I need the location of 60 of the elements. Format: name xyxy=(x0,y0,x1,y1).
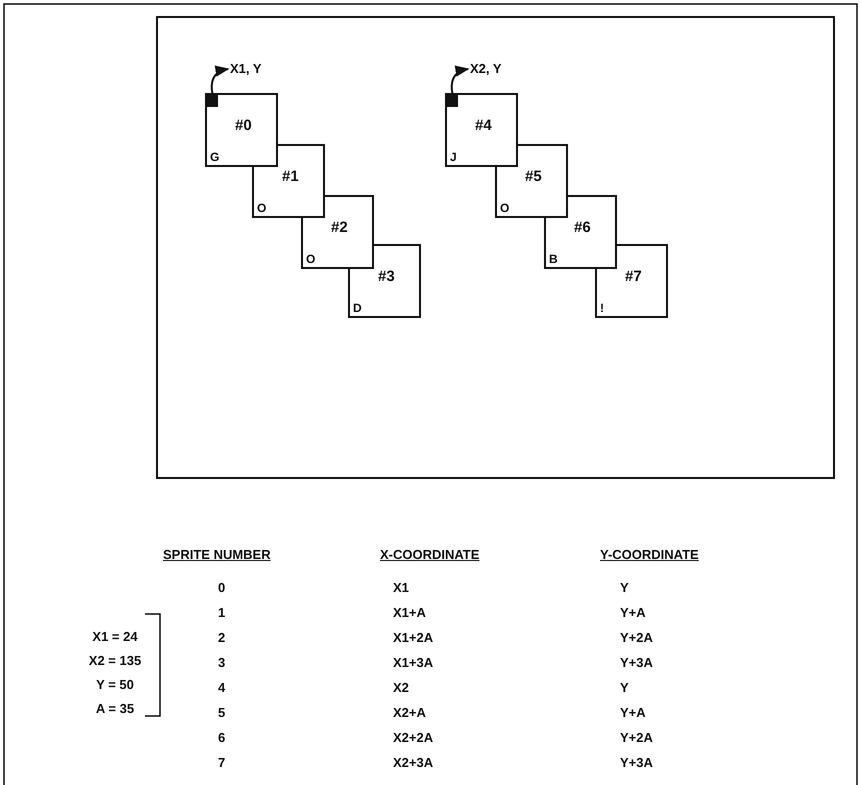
table-cell: X2+A xyxy=(393,705,426,721)
sprite-number: #3 xyxy=(378,268,395,285)
table-cell: 4 xyxy=(218,680,226,696)
table-cell: Y xyxy=(620,680,629,696)
table-cell: Y+2A xyxy=(620,730,653,746)
sprite-box xyxy=(495,144,568,218)
table-cell: Y+3A xyxy=(620,655,653,671)
value-note: A = 35 xyxy=(94,701,136,717)
arrow xyxy=(450,66,470,94)
sprite-letter: ! xyxy=(600,301,604,315)
sprite-letter: D xyxy=(353,301,362,315)
table-cell: 5 xyxy=(218,705,226,721)
coordinate-label: X1, Y xyxy=(230,61,262,77)
column-header: Y-COORDINATE xyxy=(600,547,699,563)
sprite-number: #5 xyxy=(525,168,542,185)
sprite-number: #2 xyxy=(331,219,348,236)
sprite-box xyxy=(445,93,518,167)
table-cell: 7 xyxy=(218,755,226,771)
sprite-letter: O xyxy=(500,201,510,215)
value-note: X2 = 135 xyxy=(88,653,142,669)
table-cell: Y xyxy=(620,580,629,596)
table-cell: Y+3A xyxy=(620,755,653,771)
arrow xyxy=(210,66,230,94)
value-note: Y = 50 xyxy=(95,677,135,693)
value-note: X1 = 24 xyxy=(91,629,139,645)
sprite-number: #4 xyxy=(475,117,492,134)
table-cell: X1+A xyxy=(393,605,426,621)
sprite-number: #7 xyxy=(625,268,642,285)
corner-marker xyxy=(207,95,218,107)
sprite-number: #1 xyxy=(282,168,299,185)
table-cell: X1+2A xyxy=(393,630,434,646)
sprite-number: #6 xyxy=(574,219,591,236)
table-cell: X2 xyxy=(393,680,409,696)
table-cell: X1+3A xyxy=(393,655,434,671)
sprite-box xyxy=(205,93,278,167)
sprite-box xyxy=(301,195,374,269)
table-cell: 2 xyxy=(218,630,226,646)
table-cell: 0 xyxy=(218,580,226,596)
table-cell: X2+3A xyxy=(393,755,434,771)
table-cell: X1 xyxy=(393,580,409,596)
sprite-box xyxy=(544,195,617,269)
table-cell: 6 xyxy=(218,730,226,746)
sprite-letter: G xyxy=(210,150,220,164)
sprite-letter: B xyxy=(549,252,558,266)
sprite-number: #0 xyxy=(235,117,252,134)
table-cell: 3 xyxy=(218,655,226,671)
corner-marker xyxy=(447,95,458,107)
sprite-letter: O xyxy=(306,252,316,266)
screen-frame xyxy=(156,16,835,479)
table-cell: Y+A xyxy=(620,605,646,621)
table-cell: Y+A xyxy=(620,705,646,721)
table-cell: X2+2A xyxy=(393,730,434,746)
table-cell: Y+2A xyxy=(620,630,653,646)
column-header: SPRITE NUMBER xyxy=(163,547,271,563)
coordinate-label: X2, Y xyxy=(470,61,502,77)
column-header: X-COORDINATE xyxy=(380,547,480,563)
table-cell: 1 xyxy=(218,605,226,621)
sprite-box xyxy=(595,244,668,318)
sprite-letter: O xyxy=(257,201,266,215)
sprite-letter: J xyxy=(450,150,457,164)
